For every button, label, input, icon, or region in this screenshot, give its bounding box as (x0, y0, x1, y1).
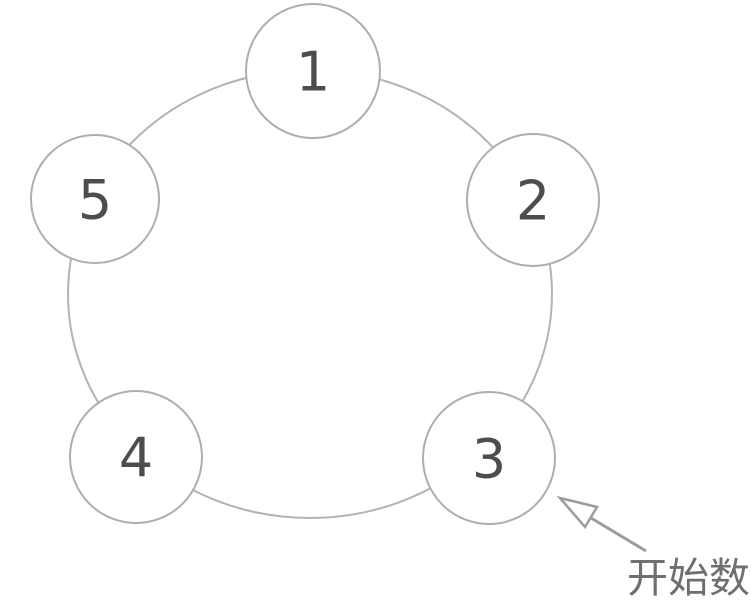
node-circle-4 (69, 390, 203, 524)
nodes-layer: 1 2 3 4 5 (30, 3, 600, 525)
arrow-shaft-line (590, 516, 647, 553)
node-circle-3 (422, 391, 556, 525)
node-number-2: 2 (516, 169, 550, 232)
node-circle-1 (245, 3, 381, 139)
node-number-5: 5 (78, 168, 112, 231)
node-circle-2 (466, 133, 600, 267)
node-number-1: 1 (296, 40, 330, 103)
node-number-3: 3 (472, 427, 506, 490)
start-counting-label: 开始数 (627, 555, 750, 601)
node-circle-5 (30, 134, 160, 264)
arrow-head-icon (556, 495, 599, 530)
start-arrow (556, 495, 647, 553)
node-number-4: 4 (119, 426, 153, 489)
